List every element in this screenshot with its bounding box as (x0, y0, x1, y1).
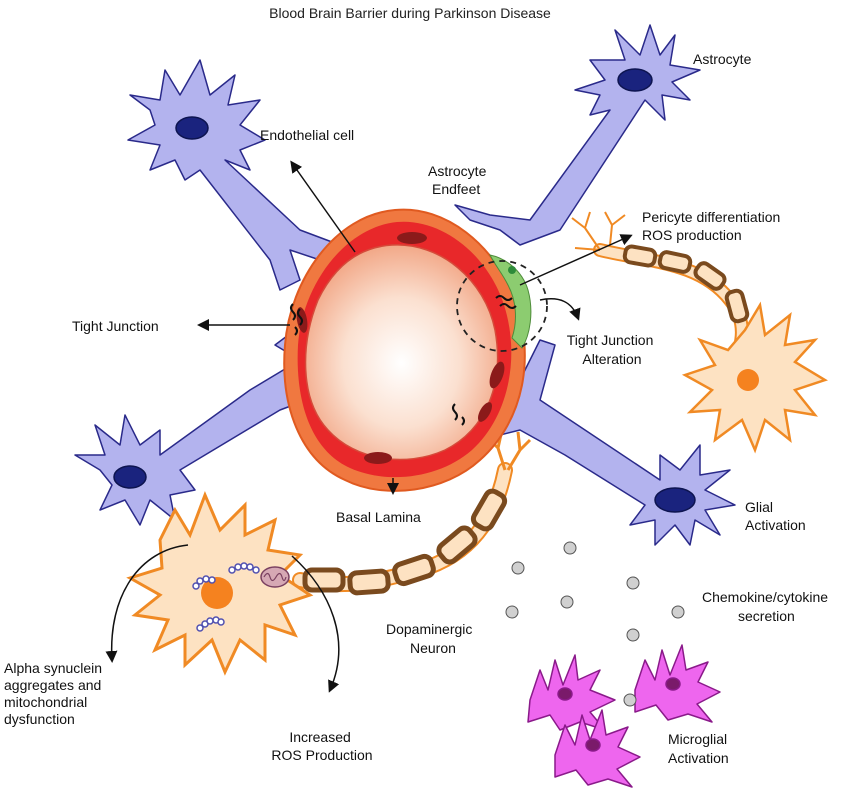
neuron-nucleus (201, 577, 233, 609)
diagram-title: Blood Brain Barrier during Parkinson Dis… (269, 5, 551, 21)
arrows (105, 160, 633, 693)
label-astrocyte-endfeet: Astrocyte Endfeet (428, 163, 490, 197)
arrow-pericyte (519, 234, 633, 286)
label-ros-production: Increased ROS Production (271, 729, 372, 763)
endothelial-nucleus (489, 361, 505, 389)
dopaminergic-neuron (126, 429, 532, 676)
label-endothelial-cell: Endothelial cell (260, 127, 354, 143)
tight-junction-right (495, 295, 517, 309)
arrow-tj-alteration (539, 298, 581, 321)
astrocyte-nucleus (175, 116, 209, 140)
endothelial-nucleus (397, 232, 427, 244)
labels: Astrocyte Endothelial cell Astrocyte End… (4, 51, 832, 766)
endothelial-nucleus (364, 452, 392, 464)
astrocyte-bottom-right (469, 339, 736, 546)
astrocyte-top-right (454, 24, 701, 246)
label-tight-junction-alteration: Tight Junction Alteration (567, 332, 658, 367)
alpha-synuclein-aggregates (192, 562, 260, 632)
arrow-alpha-synuclein (105, 544, 189, 663)
pericyte-neuron-right (571, 211, 828, 454)
microglia-cell-1 (527, 654, 616, 731)
tight-junction-alteration-highlight (456, 260, 548, 352)
astrocyte-bottom-left (74, 329, 341, 526)
microglia-cell-2 (634, 644, 721, 723)
neuron-nucleus (737, 369, 759, 391)
label-astrocyte: Astrocyte (693, 51, 752, 67)
astrocytes (74, 24, 736, 546)
astrocyte-nucleus (113, 465, 147, 489)
label-basal-lamina: Basal Lamina (336, 509, 421, 525)
mitochondrion-icon (260, 566, 290, 588)
astrocyte-top-left (127, 59, 341, 291)
microglia (527, 644, 721, 788)
astrocyte-nucleus (654, 487, 696, 513)
label-microglial-activation: Microglial Activation (668, 731, 731, 766)
label-glial-activation: Glial Activation (745, 499, 806, 533)
label-tight-junction: Tight Junction (72, 318, 159, 334)
label-dopaminergic-neuron: Dopaminergic Neuron (386, 621, 476, 656)
arrow-endothelial (290, 160, 356, 253)
label-alpha-synuclein: Alpha synuclein aggregates and mitochond… (4, 660, 106, 727)
cytokine-particles (505, 541, 685, 707)
microglia-cell-3 (554, 709, 641, 788)
label-chemokine: Chemokine/cytokine secretion (702, 589, 832, 624)
blood-vessel (283, 208, 548, 492)
label-pericyte: Pericyte differentiation ROS production (642, 209, 784, 243)
arrow-ros (291, 555, 340, 693)
astrocyte-nucleus (617, 68, 653, 92)
tight-junction-bottom (452, 403, 465, 426)
endothelial-nucleus (478, 402, 492, 422)
tight-junction-left (290, 303, 303, 336)
